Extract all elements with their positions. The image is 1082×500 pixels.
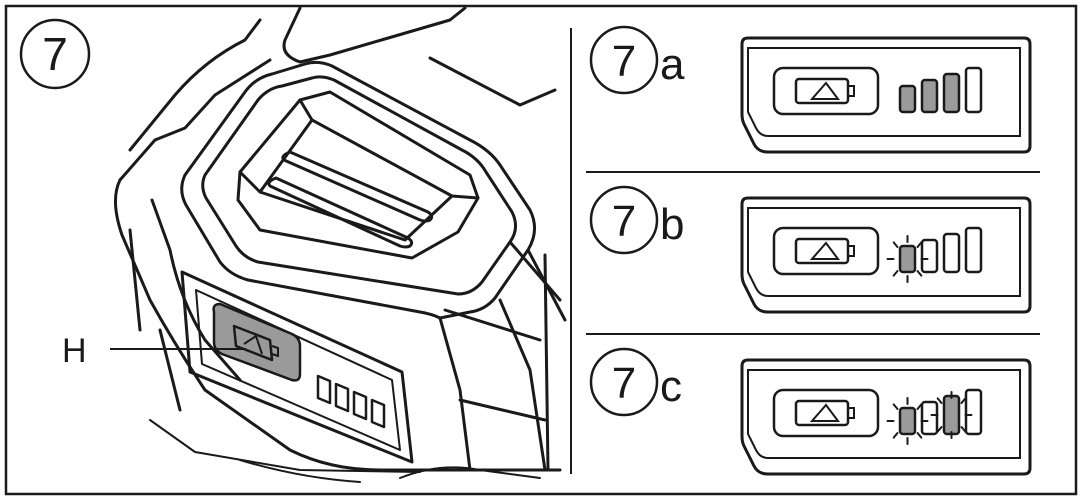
- blink-ray-icon: [892, 403, 899, 410]
- pack-level-cell: [370, 398, 386, 429]
- pack-level-cell: [352, 390, 368, 421]
- battery-check-button: [212, 302, 302, 382]
- panel-step-badge: [589, 25, 659, 95]
- battery-button-frame: [772, 388, 880, 438]
- display-bezel: [740, 196, 1032, 314]
- main-step-badge: 7: [19, 18, 91, 90]
- pack-level-cell: [334, 382, 350, 413]
- level-cell-2: [920, 238, 939, 274]
- level-cell-1: [898, 406, 917, 436]
- level-cell-2: [920, 78, 939, 114]
- display-screen: [747, 369, 1021, 459]
- panel-step-suffix: b: [660, 200, 684, 249]
- blink-ray-icon: [916, 241, 923, 248]
- level-cell-4: [964, 388, 983, 436]
- level-cell-3: [942, 232, 961, 274]
- battery-pack-illustration: [114, 7, 567, 483]
- panel-step-number: 7: [612, 359, 636, 408]
- blink-ray-icon: [960, 426, 967, 433]
- callout-h: H: [62, 332, 246, 370]
- blink-ray-icon: [960, 397, 967, 404]
- display-panel: [180, 270, 414, 464]
- level-cell-3: [942, 394, 961, 436]
- top-cap: [183, 60, 536, 320]
- level-cell-1: [898, 84, 917, 114]
- level-cell-4: [964, 66, 983, 114]
- display-screen: [747, 47, 1021, 137]
- pack-level-cell: [316, 374, 332, 405]
- panel-step-badge: [589, 185, 659, 255]
- figure-frame: [4, 4, 1078, 496]
- battery-terminal-icon: [847, 85, 855, 97]
- battery-symbol-icon: [232, 324, 274, 362]
- battery-terminal-icon: [847, 407, 855, 419]
- display-bezel: [740, 358, 1032, 476]
- battery-button-frame: [772, 66, 880, 116]
- panel-step-suffix: c: [660, 362, 682, 411]
- battery-mark-icon: [809, 81, 840, 100]
- blink-ray-icon: [916, 270, 923, 277]
- battery-mark-icon: [809, 403, 840, 422]
- level-cell-1: [898, 244, 917, 274]
- battery-button-frame: [772, 226, 880, 276]
- blink-ray-icon: [936, 426, 943, 433]
- panel-step-badge: [589, 347, 659, 417]
- panel-step-number: 7: [612, 37, 636, 86]
- level-cell-2: [920, 400, 939, 436]
- battery-terminal-icon: [847, 245, 855, 257]
- pack-level-cells: [316, 374, 386, 429]
- blink-ray-icon: [892, 241, 899, 248]
- battery-housing: [128, 7, 467, 152]
- display-bezel: [740, 36, 1032, 154]
- panel-step-suffix: a: [660, 40, 685, 89]
- blink-ray-icon: [916, 403, 923, 410]
- battery-mark-icon: [809, 241, 840, 260]
- display-screen: [747, 207, 1021, 297]
- callout-h-label: H: [62, 332, 87, 370]
- main-step-number: 7: [42, 28, 68, 80]
- blink-ray-icon: [936, 397, 943, 404]
- blink-ray-icon: [916, 432, 923, 439]
- level-cell-3: [942, 72, 961, 114]
- panel-step-number: 7: [612, 197, 636, 246]
- blink-ray-icon: [892, 432, 899, 439]
- level-cell-4: [964, 226, 983, 274]
- blink-ray-icon: [892, 270, 899, 277]
